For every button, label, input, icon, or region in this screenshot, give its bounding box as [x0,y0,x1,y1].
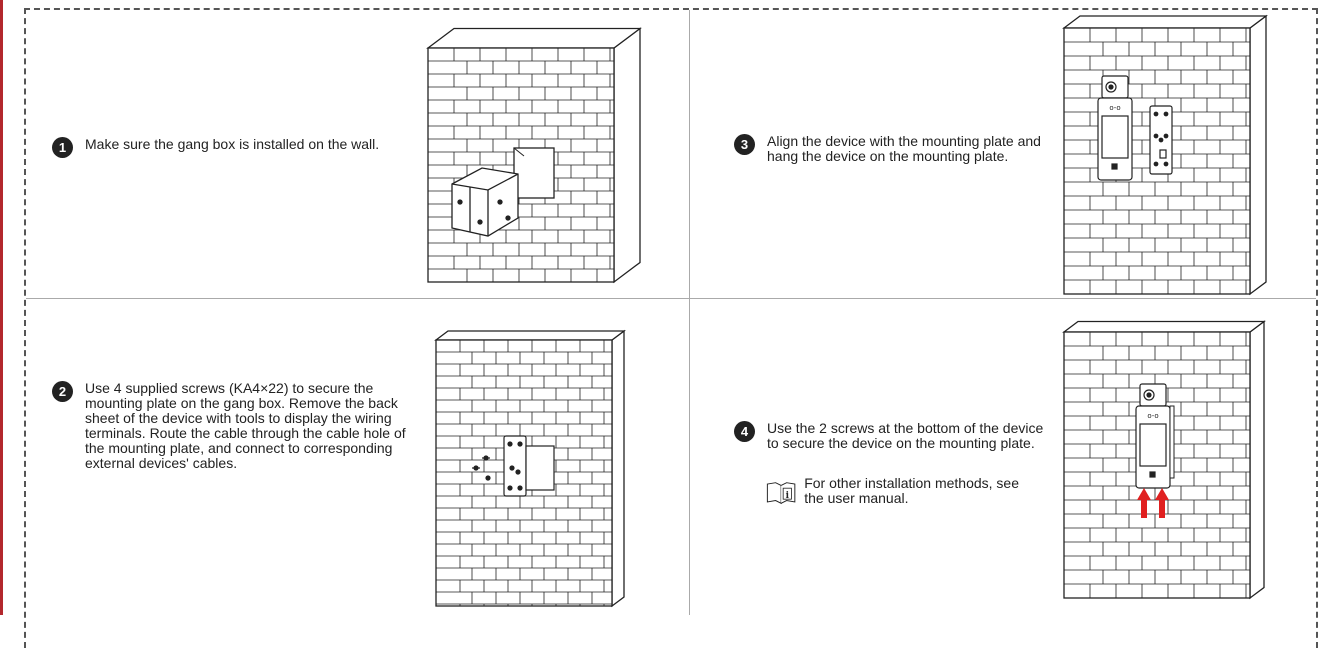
device-screws-illustration: o-o [1058,318,1278,608]
note-text: For other installation methods, see the … [804,476,1026,506]
step-text: Make sure the gang box is installed on t… [85,137,379,152]
row-divider [26,298,1316,299]
step-text: Use 4 supplied screws (KA4×22) to secure… [85,381,412,471]
step-number: 3 [734,134,755,155]
svg-text:o-o: o-o [1109,104,1120,112]
note: i For other installation methods, see th… [766,476,1026,510]
device-hanging-illustration: o-o [1058,14,1278,294]
step-number: 2 [52,381,73,402]
svg-text:o-o: o-o [1147,412,1158,420]
step-text: Align the device with the mounting plate… [767,134,1054,164]
step-1: 1 Make sure the gang box is installed on… [52,137,412,158]
step-3: 3 Align the device with the mounting pla… [734,134,1054,164]
step-2: 2 Use 4 supplied screws (KA4×22) to secu… [52,381,412,471]
info-book-icon: i [766,476,796,510]
step-4: 4 Use the 2 screws at the bottom of the … [734,421,1044,451]
page-edge-line [0,0,3,615]
step-number: 4 [734,421,755,442]
wall-mounting-plate-illustration [426,318,642,608]
step-number: 1 [52,137,73,158]
wall-gang-box-illustration [426,18,642,284]
column-divider [689,10,690,615]
step-text: Use the 2 screws at the bottom of the de… [767,421,1044,451]
